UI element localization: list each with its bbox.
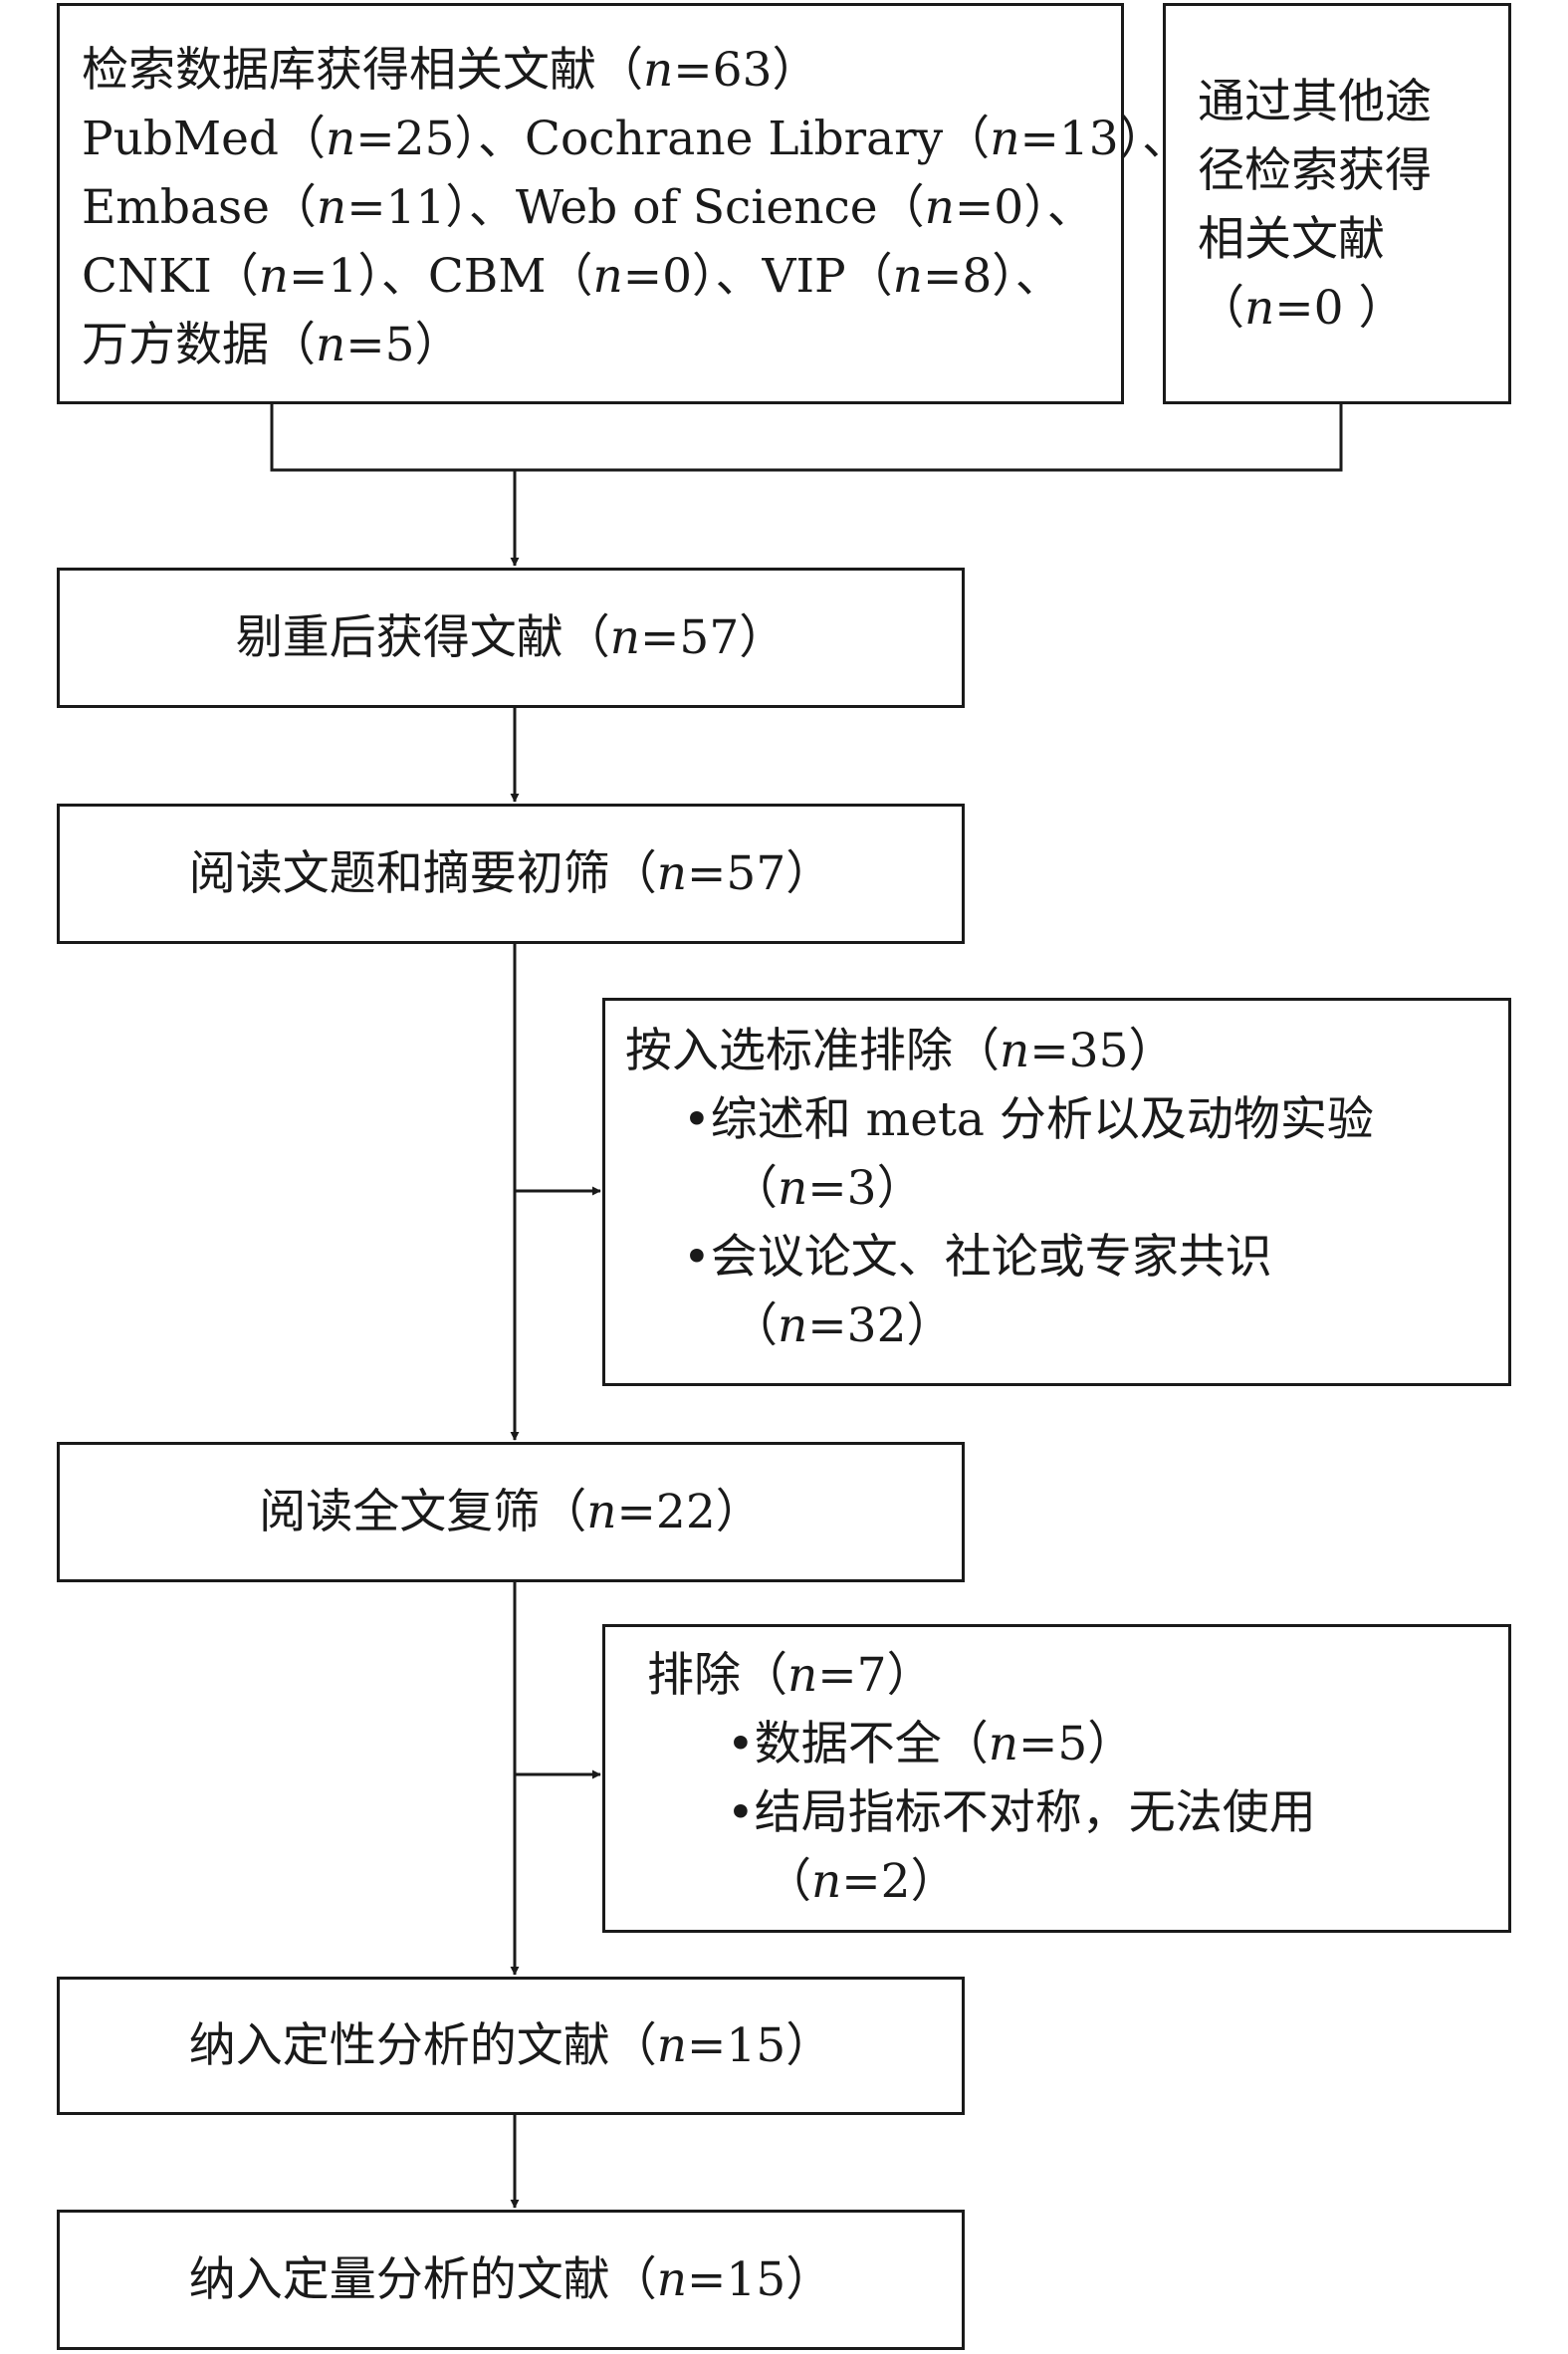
other-sources-line: （n=0 ） (1198, 281, 1406, 336)
other-sources-line: 径检索获得 (1198, 143, 1432, 198)
search-line: PubMed（n=25）、Cochrane Library（n=13）、 (82, 112, 1190, 166)
other-sources-box: 通过其他途 径检索获得 相关文献 （n=0 ） (1163, 3, 1511, 404)
exclusion-item: •结局指标不对称，无法使用 (727, 1785, 1316, 1840)
exclusion-item: •综述和 meta 分析以及动物实验 (683, 1092, 1374, 1147)
search-line: Embase（n=11）、Web of Science（n=0）、 (82, 180, 1094, 235)
exclusion-item-count: （n=2） (765, 1854, 958, 1909)
search-line: 万方数据（n=5） (82, 318, 462, 372)
exclusion-item: •会议论文、社论或专家共识 (683, 1230, 1272, 1285)
qualitative-analysis-box: 纳入定性分析的文献（n=15） (57, 1977, 965, 2115)
exclusion-item-count: （n=3） (731, 1161, 924, 1216)
exclusion-box: 排除（n=7） •数据不全（n=5） •结局指标不对称，无法使用 （n=2） (602, 1624, 1511, 1933)
full-text-text: 阅读全文复筛（n=22） (259, 1485, 763, 1539)
exclusion-criteria-box: 按入选标准排除（n=35） •综述和 meta 分析以及动物实验 （n=3） •… (602, 998, 1511, 1386)
search-line: CNKI（n=1）、CBM（n=0）、VIP（n=8）、 (82, 249, 1062, 304)
title-abstract-screening-box: 阅读文题和摘要初筛（n=57） (57, 804, 965, 944)
deduplicated-box: 剔重后获得文献（n=57） (57, 568, 965, 708)
exclusion-item-count: （n=32） (731, 1298, 954, 1353)
full-text-screening-box: 阅读全文复筛（n=22） (57, 1442, 965, 1582)
database-search-box: 检索数据库获得相关文献（n=63） PubMed（n=25）、Cochrane … (57, 3, 1190, 404)
screening-text: 阅读文题和摘要初筛（n=57） (188, 846, 833, 901)
exclusion-title: 排除（n=7） (647, 1648, 934, 1703)
exclusion-item: •数据不全（n=5） (727, 1717, 1135, 1771)
other-sources-line: 通过其他途 (1198, 75, 1432, 129)
quantitative-text: 纳入定量分析的文献（n=15） (188, 2252, 833, 2307)
other-sources-line: 相关文献 (1198, 212, 1385, 267)
deduplicated-text: 剔重后获得文献（n=57） (235, 610, 786, 665)
quantitative-analysis-box: 纳入定量分析的文献（n=15） (57, 2210, 965, 2350)
exclusion-title: 按入选标准排除（n=35） (625, 1024, 1176, 1078)
merge-line (270, 403, 1343, 472)
qualitative-text: 纳入定性分析的文献（n=15） (188, 2018, 833, 2073)
search-line: 检索数据库获得相关文献（n=63） (82, 43, 819, 98)
